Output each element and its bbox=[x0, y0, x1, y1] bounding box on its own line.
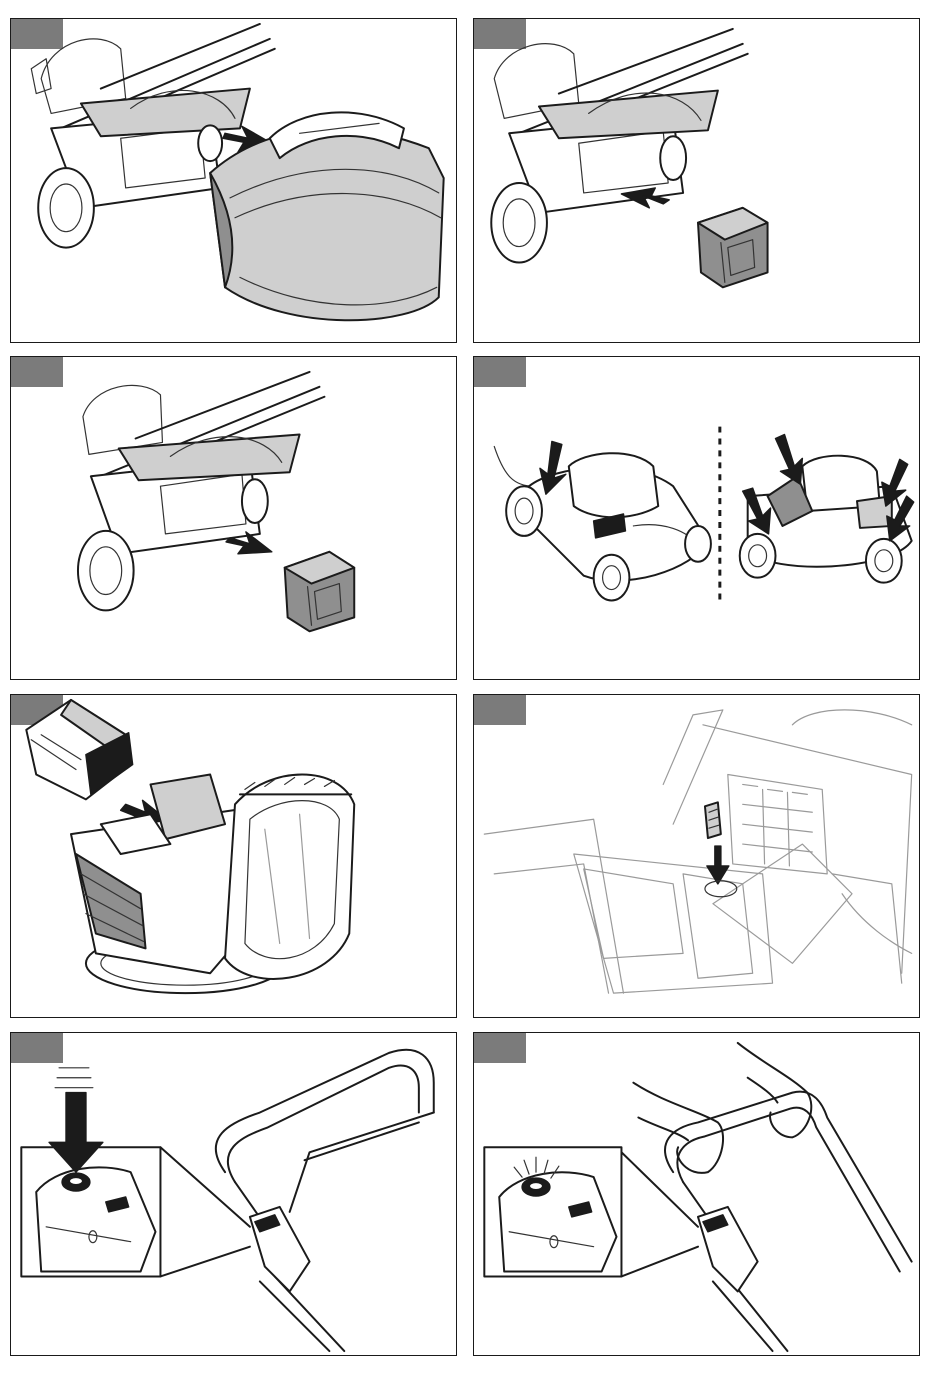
panel-8 bbox=[473, 1032, 920, 1356]
panel-4 bbox=[473, 356, 920, 680]
panel-2 bbox=[473, 18, 920, 343]
illustration-remove-mulch-plug bbox=[11, 357, 456, 679]
illustration-insert-mulch-plug bbox=[474, 19, 919, 342]
illustration-remove-grass-catcher bbox=[11, 19, 456, 342]
panel-6 bbox=[473, 694, 920, 1018]
illustration-hold-handle bbox=[474, 1033, 919, 1355]
power-button-icon bbox=[69, 1177, 83, 1185]
panel-3 bbox=[10, 356, 457, 680]
illustration-insert-battery bbox=[11, 695, 456, 1017]
illustration-insert-safety-key bbox=[474, 695, 919, 1017]
power-button-icon bbox=[529, 1182, 543, 1190]
panel-1 bbox=[10, 18, 457, 343]
panel-5 bbox=[10, 694, 457, 1018]
illustration-height-adjust bbox=[474, 357, 919, 679]
panel-7 bbox=[10, 1032, 457, 1356]
illustration-press-start-button bbox=[11, 1033, 456, 1355]
